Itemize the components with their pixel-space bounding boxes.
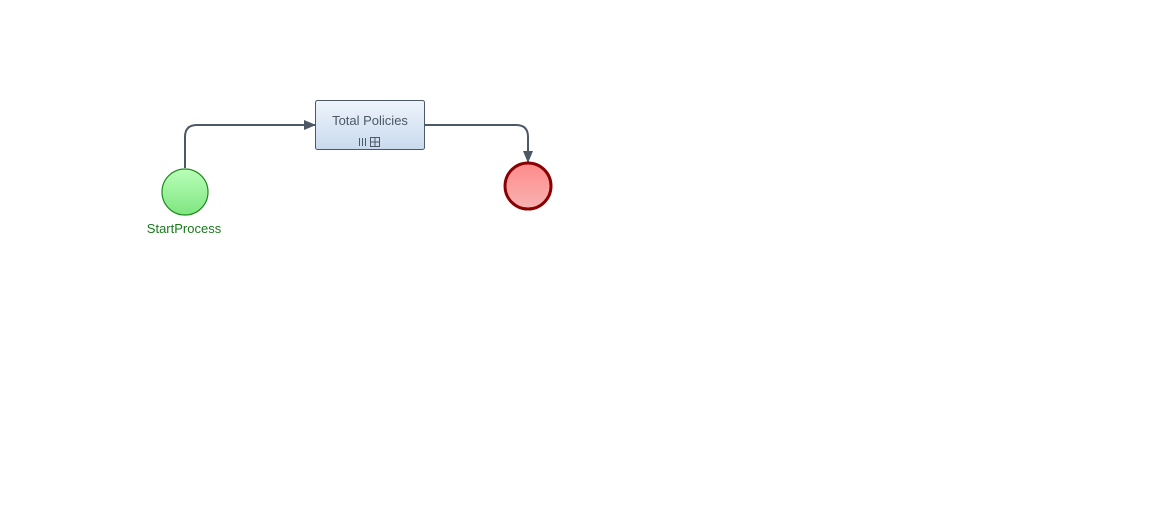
expand-subprocess-icon[interactable] xyxy=(370,137,380,147)
end-event-circle[interactable] xyxy=(503,161,553,211)
task-box[interactable] xyxy=(315,100,425,150)
start-event-label: StartProcess xyxy=(147,221,222,236)
start-event[interactable] xyxy=(161,168,209,216)
task-total-policies[interactable]: Total Policies xyxy=(315,100,425,150)
task-label: Total Policies xyxy=(332,113,408,128)
sequence-flow-task-to-end[interactable] xyxy=(425,124,533,163)
multi-instance-parallel-icon xyxy=(359,138,366,146)
start-event-circle[interactable] xyxy=(161,168,209,216)
sequence-flow-start-to-task[interactable] xyxy=(184,120,316,168)
end-event[interactable] xyxy=(503,161,553,211)
